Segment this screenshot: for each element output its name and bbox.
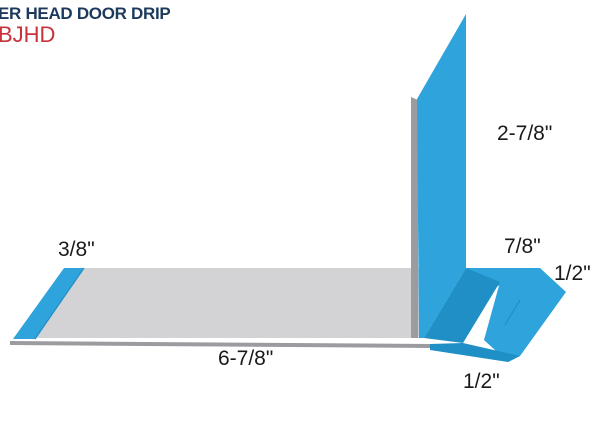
hem-fold-line [34,267,85,340]
drip-fold-line [504,299,521,326]
vertical-leg [417,14,466,338]
dimension-base: 6-7/8" [218,347,274,370]
drip-lip [430,343,520,362]
base-panel [15,268,428,338]
step-front [424,268,500,343]
drip-slope [484,268,566,362]
base-edge [10,341,430,348]
vertical-leg-edge [411,97,418,338]
dimension-drip: 1/2" [463,370,500,393]
dimension-step-height: 1/2" [554,262,590,285]
hem-strip [13,268,84,339]
product-code: BJHD [0,22,56,47]
dimension-vertical: 2-7/8" [497,122,553,145]
dimension-step-width: 7/8" [504,235,541,258]
product-title: ER HEAD DOOR DRIP [0,4,171,23]
dimension-hem: 3/8" [58,238,95,261]
